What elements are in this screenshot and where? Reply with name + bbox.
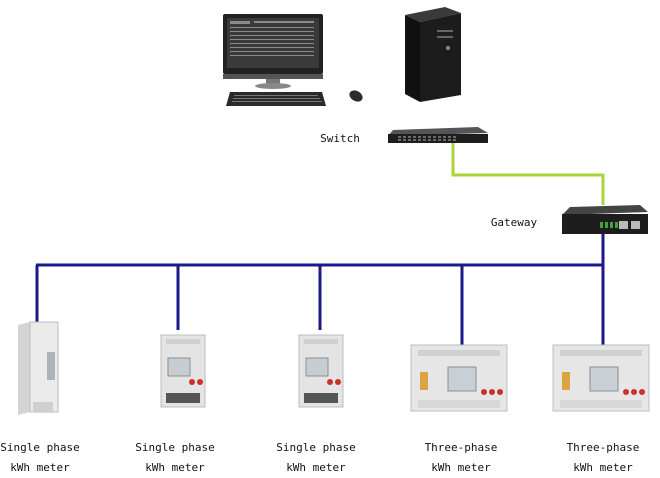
server-tower-icon (405, 7, 461, 102)
meter-caption-2-line2: kWh meter (145, 461, 205, 474)
meter-caption-2: Single phase kWh meter (120, 438, 230, 478)
meter-caption-4-line2: kWh meter (431, 461, 491, 474)
three-phase-meter-1-icon (410, 344, 508, 412)
switch-icon (388, 127, 488, 143)
meter-caption-4: Three-phase kWh meter (406, 438, 516, 478)
gateway-label: Gateway (490, 216, 538, 229)
meter-caption-2-line1: Single phase (135, 441, 215, 454)
meter-caption-3-line1: Single phase (276, 441, 356, 454)
monitor-icon (223, 14, 323, 89)
rs485-bus (35, 225, 605, 345)
mouse-icon (349, 90, 363, 102)
ethernet-link (451, 143, 605, 205)
meter-caption-3-line2: kWh meter (286, 461, 346, 474)
meter-caption-3: Single phase kWh meter (261, 438, 371, 478)
meter-caption-5-line2: kWh meter (573, 461, 633, 474)
meter-caption-5-line1: Three-phase (566, 441, 640, 454)
keyboard-icon (226, 92, 326, 106)
meter-caption-5: Three-phase kWh meter (548, 438, 658, 478)
meter-caption-4-line1: Three-phase (424, 441, 498, 454)
gateway-icon (562, 205, 648, 234)
switch-label: Switch (320, 132, 360, 145)
three-phase-meter-2-icon (552, 344, 650, 412)
meter-caption-1: Single phase kWh meter (0, 438, 95, 478)
single-phase-meter-3-icon (298, 334, 344, 408)
meter-caption-1-line2: kWh meter (10, 461, 70, 474)
single-phase-meter-1-icon (18, 321, 59, 415)
single-phase-meter-2-icon (160, 334, 206, 408)
meter-caption-1-line1: Single phase (0, 441, 80, 454)
